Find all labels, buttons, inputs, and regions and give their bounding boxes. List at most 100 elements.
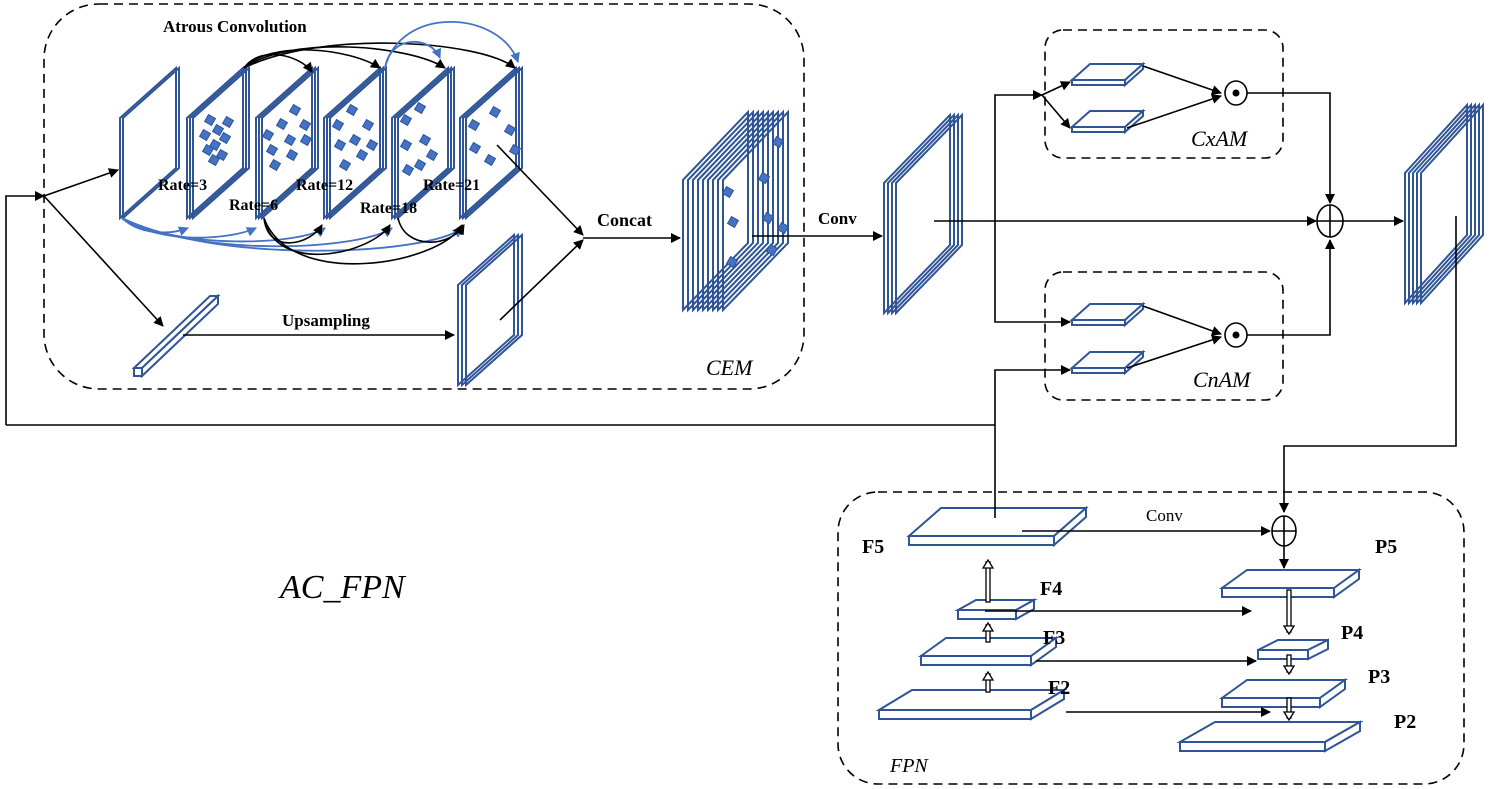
upsample-arrow-icon	[981, 558, 995, 603]
atrous-feature-map	[391, 65, 455, 221]
pooled-feature-bar	[131, 293, 221, 379]
kernel-sample-dot	[218, 131, 232, 145]
rate-label: Rate=6	[229, 197, 278, 214]
kernel-sample-dot	[288, 103, 302, 117]
rate-label: Rate=12	[296, 177, 353, 194]
downsample-arrow-icon	[1282, 697, 1296, 722]
kernel-sample-dot	[425, 148, 439, 162]
cnam-label: CnAM	[1193, 367, 1252, 392]
fpn-f3	[917, 636, 1060, 667]
kernel-sample-dot	[261, 128, 275, 142]
kernel-sample-dot	[211, 123, 225, 137]
kernel-sample-dot	[355, 148, 369, 162]
concatenated-feature-stack	[682, 109, 790, 313]
kernel-sample-dot	[285, 148, 299, 162]
fpn-p4	[1257, 638, 1329, 661]
kernel-sample-dot	[483, 153, 497, 167]
downsample-arrow-icon	[1282, 589, 1296, 636]
kernel-sample-dot	[333, 138, 347, 152]
kernel-sample-dot	[776, 221, 790, 235]
fpn-label-p3: P3	[1368, 666, 1390, 688]
concat-label: Concat	[597, 210, 652, 230]
kernel-sample-dot	[757, 171, 771, 185]
kernel-sample-dot	[348, 133, 362, 147]
kernel-sample-dot	[198, 128, 212, 142]
fpn-label-p2: P2	[1394, 711, 1416, 733]
fpn-label-f4: F4	[1040, 578, 1062, 600]
cxam-module-box	[1044, 29, 1284, 159]
kernel-sample-dot	[299, 133, 313, 147]
fpn-label-p5: P5	[1375, 536, 1397, 558]
fpn-p3	[1218, 678, 1349, 709]
fpn-f2	[875, 688, 1068, 721]
kernel-sample-dot	[338, 158, 352, 172]
atrous-feature-map	[459, 65, 523, 221]
kernel-sample-dot	[265, 143, 279, 157]
cnam-feature-top	[1069, 301, 1146, 328]
kernel-sample-dot	[361, 118, 375, 132]
kernel-sample-dot	[399, 138, 413, 152]
cxam-feature-bottom	[1069, 108, 1146, 135]
diagram-title: AC_FPN	[278, 569, 407, 606]
atrous-feature-map	[323, 65, 387, 221]
upsample-arrow-icon	[981, 621, 995, 643]
fpn-label-f5: F5	[862, 536, 884, 558]
elementwise-multiply-icon	[1224, 80, 1248, 106]
fpn-sum-icon	[1271, 515, 1297, 547]
atrous-feature-map	[255, 65, 319, 221]
kernel-sample-dot	[413, 158, 427, 172]
kernel-sample-dot	[418, 133, 432, 147]
kernel-sample-dot	[298, 118, 312, 132]
conv-label: Conv	[818, 209, 857, 228]
atrous-feature-map	[186, 65, 250, 221]
rate-label: Rate=18	[360, 200, 417, 217]
kernel-sample-dot	[203, 113, 217, 127]
output-feature-stack	[1404, 102, 1484, 306]
rate-label: Rate=21	[423, 177, 480, 194]
fpn-f4	[954, 598, 1038, 621]
kernel-sample-dot	[201, 143, 215, 157]
kernel-sample-dot	[399, 113, 413, 127]
kernel-sample-dot	[207, 153, 221, 167]
kernel-sample-dot	[488, 105, 502, 119]
fpn-module-box	[837, 491, 1465, 785]
kernel-sample-dot	[331, 118, 345, 132]
rate-label: Rate=3	[158, 177, 207, 194]
cem-label: CEM	[706, 355, 754, 380]
kernel-sample-dot	[468, 141, 482, 155]
kernel-sample-dot	[761, 211, 775, 225]
kernel-sample-dot	[765, 243, 779, 257]
conv-feature-stack	[883, 112, 963, 316]
cnam-feature-bottom	[1069, 349, 1146, 376]
kernel-sample-dot	[467, 118, 481, 132]
fpn-f5	[906, 505, 1089, 548]
fpn-label: FPN	[889, 755, 929, 777]
fpn-label-f2: F2	[1048, 677, 1070, 699]
elementwise-sum-icon	[1316, 204, 1344, 238]
upsampling-label: Upsampling	[282, 311, 370, 330]
upsample-arrow-icon	[981, 670, 995, 693]
upsampled-feature-map	[457, 232, 523, 388]
kernel-sample-dot	[771, 135, 785, 149]
cxam-feature-top	[1069, 61, 1146, 88]
fpn-p2	[1176, 720, 1364, 753]
kernel-sample-dot	[508, 143, 522, 157]
kernel-sample-dot	[221, 115, 235, 129]
kernel-sample-dot	[283, 133, 297, 147]
elementwise-multiply-icon	[1224, 322, 1248, 348]
atrous-convolution-title: Atrous Convolution	[163, 17, 307, 36]
kernel-sample-dot	[725, 255, 739, 269]
kernel-sample-dot	[503, 123, 517, 137]
cnam-module-box	[1044, 271, 1284, 401]
cxam-label: CxAM	[1191, 126, 1249, 151]
kernel-sample-dot	[365, 138, 379, 152]
fpn-conv-label: Conv	[1146, 506, 1183, 525]
input-feature-map	[119, 65, 180, 221]
kernel-sample-dot	[413, 101, 427, 115]
downsample-arrow-icon	[1282, 654, 1296, 676]
kernel-sample-dot	[721, 185, 735, 199]
fpn-label-f3: F3	[1043, 627, 1065, 649]
kernel-sample-dot	[726, 215, 740, 229]
fpn-p5	[1218, 568, 1363, 599]
